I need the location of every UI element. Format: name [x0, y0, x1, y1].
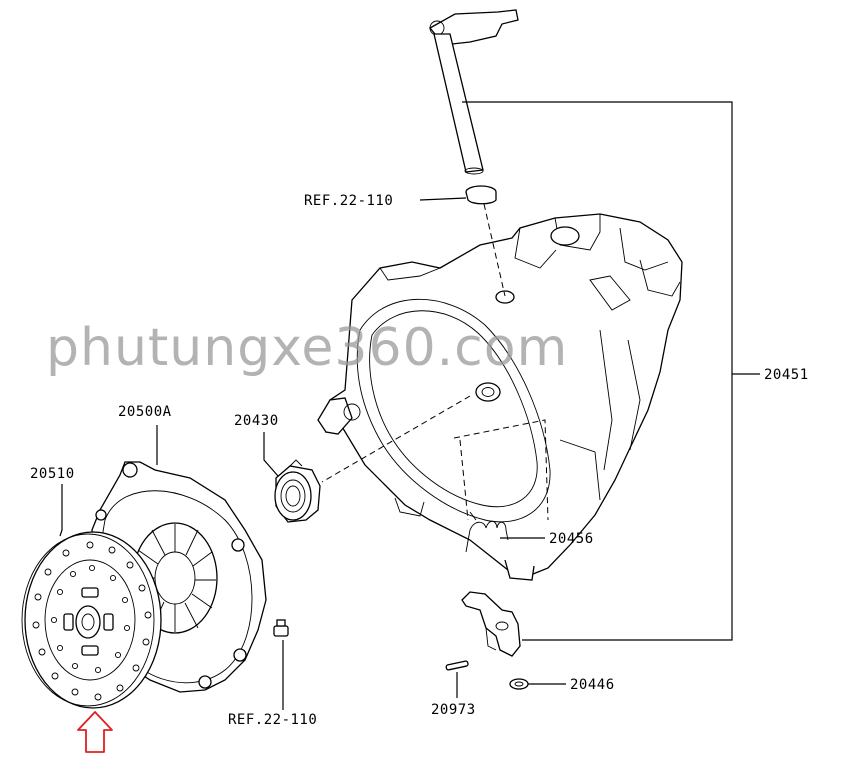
clutch-disc — [21, 531, 162, 709]
label-washer: 20446 — [570, 677, 615, 693]
label-clutch-disc: 20510 — [30, 466, 75, 482]
transmission-housing — [317, 213, 683, 581]
return-spring — [465, 511, 509, 553]
label-bolt-ref: REF.22-110 — [228, 712, 317, 728]
watermark-text: phutungxe360.com — [46, 318, 568, 378]
arrow-up-outline-icon — [77, 711, 113, 753]
label-return-spring: 20456 — [549, 531, 594, 547]
release-fork — [461, 591, 521, 657]
label-shift-shaft-ref: REF.22-110 — [304, 193, 393, 209]
disc-rivet-holes — [32, 541, 152, 701]
label-transmission-assy: 20451 — [764, 367, 809, 383]
shaft-bushing — [465, 185, 497, 205]
label-pin: 20973 — [431, 702, 476, 718]
label-release-bearing: 20430 — [234, 413, 279, 429]
clutch-bolt — [273, 619, 289, 637]
release-bearing — [274, 459, 321, 523]
pivot-pin — [445, 660, 469, 671]
part-labels: REF.22-110 20451 20430 20500A 20510 2045… — [30, 193, 809, 728]
label-pressure-plate: 20500A — [118, 404, 172, 420]
leader-lines — [59, 101, 760, 710]
washer — [509, 678, 529, 690]
clutch-release-shaft — [428, 9, 519, 175]
assembly-guide-lines — [321, 203, 549, 521]
